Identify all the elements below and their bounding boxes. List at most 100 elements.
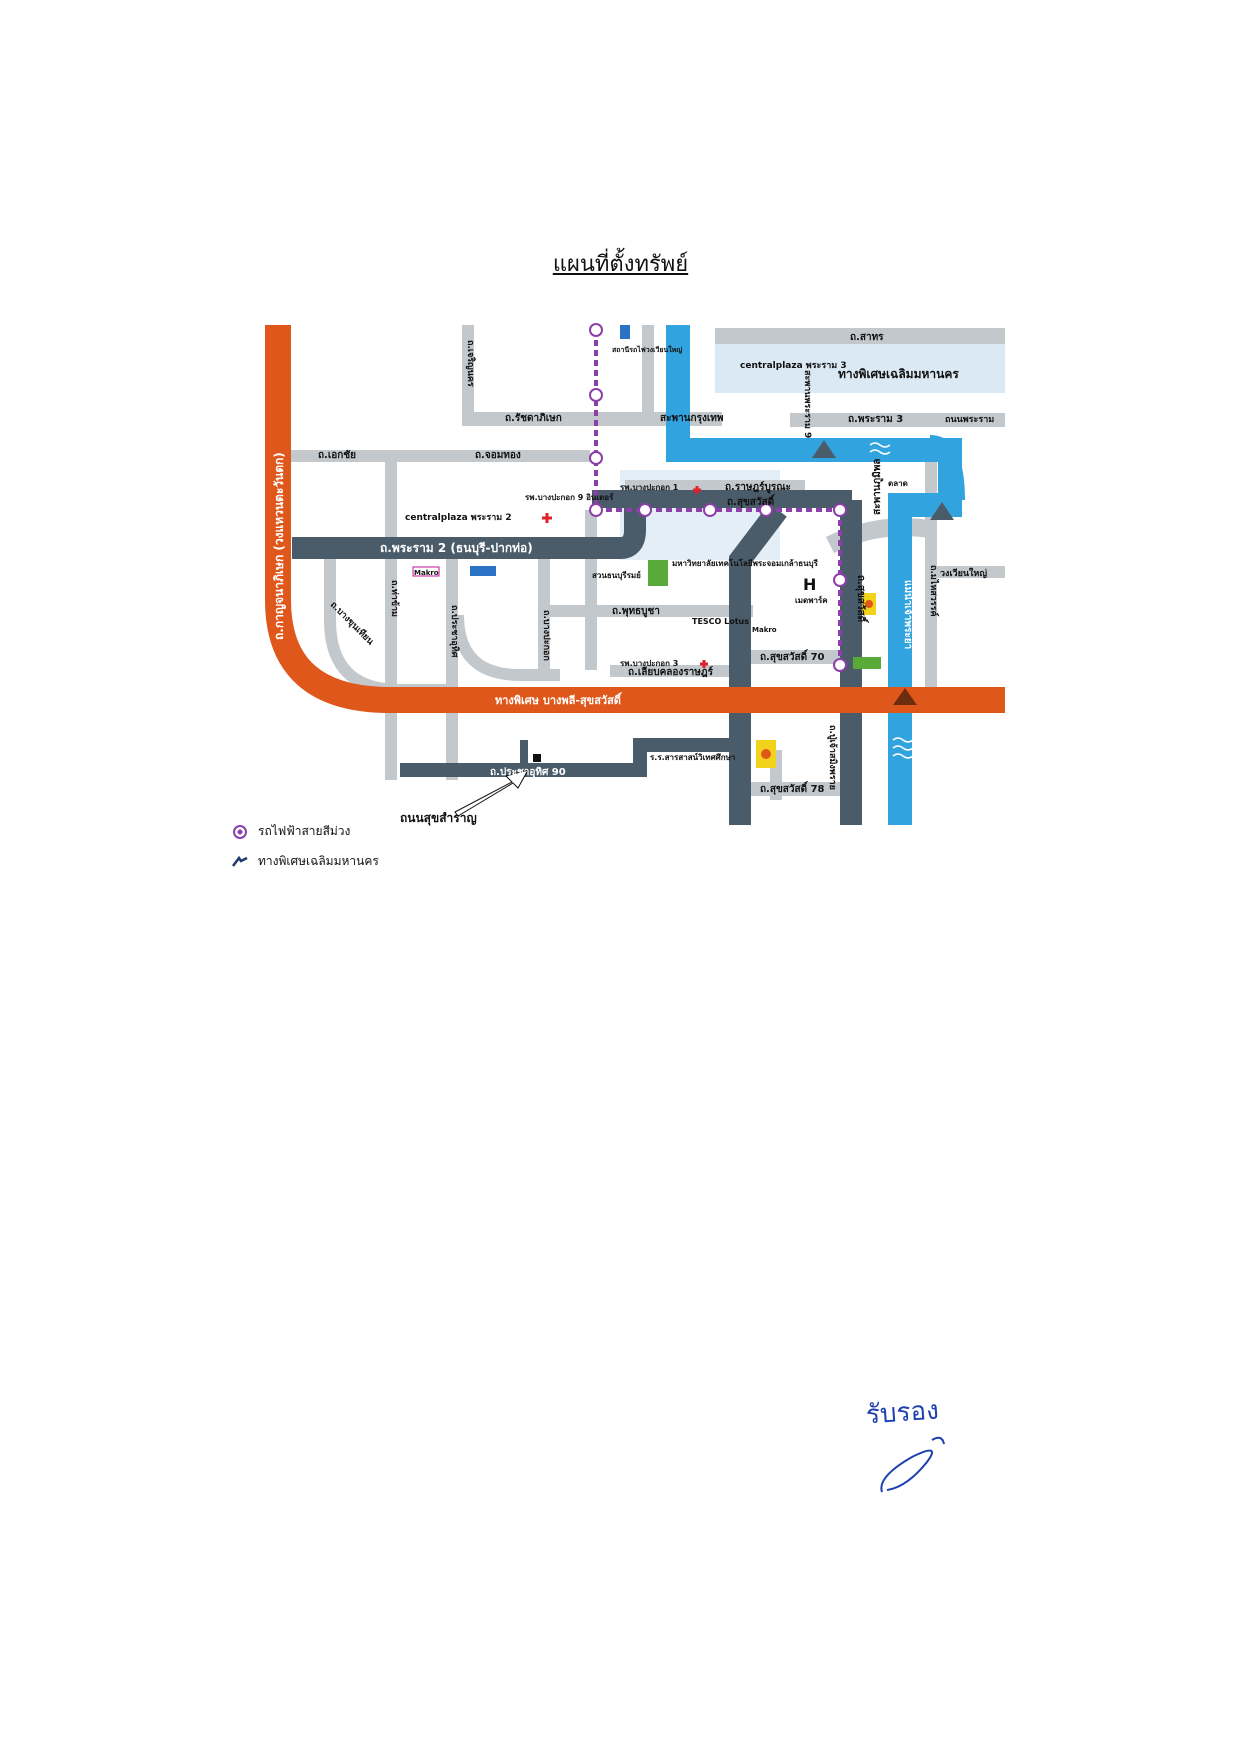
- label-tha-kham: ถ.ท่าข้าม: [389, 580, 400, 617]
- label-rama3: ถ.พระราม 3: [848, 414, 903, 425]
- legend-purple-line-label: รถไฟฟ้าสายสีม่วง: [258, 824, 351, 838]
- road-vertical-d: [446, 555, 458, 780]
- purple-station: [703, 503, 717, 517]
- road-rama2-band: [292, 495, 646, 559]
- label-makro: Makro: [414, 569, 439, 577]
- purple-line-icon: [233, 824, 247, 839]
- label-vertical-a: ถ.เจริญนคร: [465, 340, 476, 387]
- legend-expressway: ทางพิเศษเฉลิมมหานคร: [232, 852, 379, 871]
- label-bang-pakok: ถ.บางปะกอก: [541, 610, 552, 661]
- label-chaophraya: แม่น้ำเจ้าพระยา: [902, 580, 916, 649]
- label-liap-khlong: ถ.เลียบคลองราษฎร์: [628, 666, 714, 678]
- label-hospital-mark: H: [803, 575, 816, 594]
- purple-station: [589, 388, 603, 402]
- purple-station: [833, 573, 847, 587]
- label-rama9-bridge: สะพานพระราม 9: [802, 370, 812, 438]
- river-bend-upper: [929, 435, 965, 501]
- purple-station: [638, 503, 652, 517]
- park-suan-thonburirom: [648, 560, 668, 586]
- label-river-right: ถนนพระราม: [945, 415, 994, 425]
- property-marker: [533, 754, 541, 762]
- label-prachauthit90: ถ.ประชาอุทิศ 90: [490, 766, 566, 778]
- label-suksawat70: ถ.สุขสวัสดิ์ 70: [760, 649, 825, 663]
- purple-station: [833, 503, 847, 517]
- water-wave-icon: [869, 442, 914, 759]
- label-bangpakok9: รพ.บางปะกอก 9 อินเตอร์: [525, 492, 614, 502]
- road-top-dark: [592, 490, 852, 508]
- label-suksawat78: ถ.สุขสวัสดิ์ 78: [760, 781, 825, 795]
- label-expressway-south: ทางพิเศษ บางพลี-สุขสวัสดิ์: [495, 692, 623, 708]
- major-roads: [292, 490, 862, 825]
- bridge-icon: [893, 688, 917, 705]
- road-east-strip: [935, 566, 1005, 578]
- label-chomthong: ถ.จอมทอง: [475, 450, 521, 461]
- road-vertical-f: [585, 510, 597, 670]
- signature-text: รับรอง: [865, 1395, 940, 1431]
- legend-purple-line: รถไฟฟ้าสายสีม่วง: [232, 822, 350, 841]
- label-market: ตลาด: [888, 479, 908, 488]
- label-central-rama3: centralplaza พระราม 3: [740, 361, 847, 371]
- label-central-rama2: centralplaza พระราม 2: [405, 513, 512, 523]
- purple-station: [589, 323, 603, 337]
- label-station: สถานีรถไฟวงเวียนใหญ่: [612, 345, 682, 354]
- label-school: ร.ร.สารสาสน์วิเทศศึกษา: [650, 752, 735, 762]
- road-suksawat70: [745, 650, 845, 664]
- bridge-marks: [812, 440, 954, 705]
- road-charoen-nakhon: [462, 412, 722, 426]
- bigc-dot: [865, 600, 873, 608]
- label-ekachai: ถ.เอกชัย: [318, 449, 356, 461]
- label-kanchanaphisek: ถ.กาญจนาภิเษก (วงแหวนตะวันตก): [272, 452, 286, 640]
- label-chalerm-expressway: ทางพิเศษเฉลิมมหานคร: [838, 367, 959, 381]
- road-curve-mid: [452, 614, 560, 681]
- tesco-logo: [470, 566, 496, 576]
- road-small-dark: [520, 740, 528, 775]
- bridge-icon: [812, 440, 836, 458]
- road-ekachai: [290, 450, 590, 462]
- hospital-cross: [700, 660, 708, 668]
- label-rama2: ถ.พระราม 2 (ธนบุรี-ปากท่อ): [380, 541, 533, 556]
- road-sathorn-strip: [715, 328, 1005, 344]
- label-suksawat-top: ถ.สุขสวัสดิ์: [727, 494, 776, 508]
- label-bangpakok1: รพ.บางปะกอก 1: [620, 483, 679, 492]
- label-charoen-nakhon: สะพานกรุงเทพ: [660, 413, 724, 424]
- bridge-icon: [930, 502, 954, 520]
- label-kmutt: มหาวิทยาลัยเทคโนโลยีพระจอมเกล้าธนบุรี: [672, 558, 819, 569]
- makro-logo: [412, 566, 440, 577]
- label-bhumibol: สะพานภูมิพล: [871, 459, 884, 515]
- label-phra-pradaeng: ถ.ปู่เจ้าสมิงพราย: [827, 725, 838, 790]
- label-subject-arrow: ถนนสุขสำราญ: [400, 811, 477, 826]
- station-icon: [620, 325, 630, 339]
- label-phutthabucha: ถ.พุทธบูชา: [612, 606, 660, 618]
- hospital-cross: [693, 486, 701, 494]
- purple-station: [589, 503, 603, 517]
- road-vertical-a: [462, 325, 474, 425]
- label-pracha-uthit: ถ.ประชาอุทิศ: [449, 605, 460, 658]
- label-suan-thonburirom: สวนธนบุรีรมย์: [592, 570, 641, 581]
- expressway-icon: [232, 855, 248, 867]
- label-hospital: เมดพาร์ค: [795, 595, 828, 605]
- road-vertical-b: [642, 325, 654, 425]
- purple-station: [759, 503, 773, 517]
- label-east-strip: วงเวียนใหญ่: [940, 567, 987, 579]
- page-title: แผนที่ตั้งทรัพย์: [552, 252, 689, 277]
- bigc-dot-lower: [761, 749, 771, 759]
- chao-phraya-river: [666, 325, 962, 825]
- road-liap-khlong: [610, 665, 730, 677]
- label-suksawat-vert: ถ.สุขสวัสดิ์: [855, 575, 869, 624]
- road-rama3: [790, 413, 1005, 427]
- road-suksawat-dark: [729, 503, 787, 825]
- road-kanchanaphisek: [265, 325, 1005, 713]
- purple-line: [589, 323, 847, 672]
- road-vertical-c: [385, 460, 397, 780]
- label-tesco: TESCO Lotus: [692, 617, 749, 626]
- hospital-cross: [542, 513, 552, 523]
- label-east-vertical: ถ.มไหสวรรค์: [928, 565, 940, 617]
- road-phutthabucha: [538, 605, 753, 617]
- legend-expressway-label: ทางพิเศษเฉลิมมหานคร: [258, 854, 379, 868]
- label-bangpakok3: รพ.บางปะกอก 3: [620, 659, 678, 668]
- purple-station: [589, 451, 603, 465]
- label-sathorn: ถ.สาทร: [850, 332, 884, 343]
- label-ratburana: ถ.ราษฎร์บูรณะ: [725, 481, 791, 494]
- purple-station: [833, 658, 847, 672]
